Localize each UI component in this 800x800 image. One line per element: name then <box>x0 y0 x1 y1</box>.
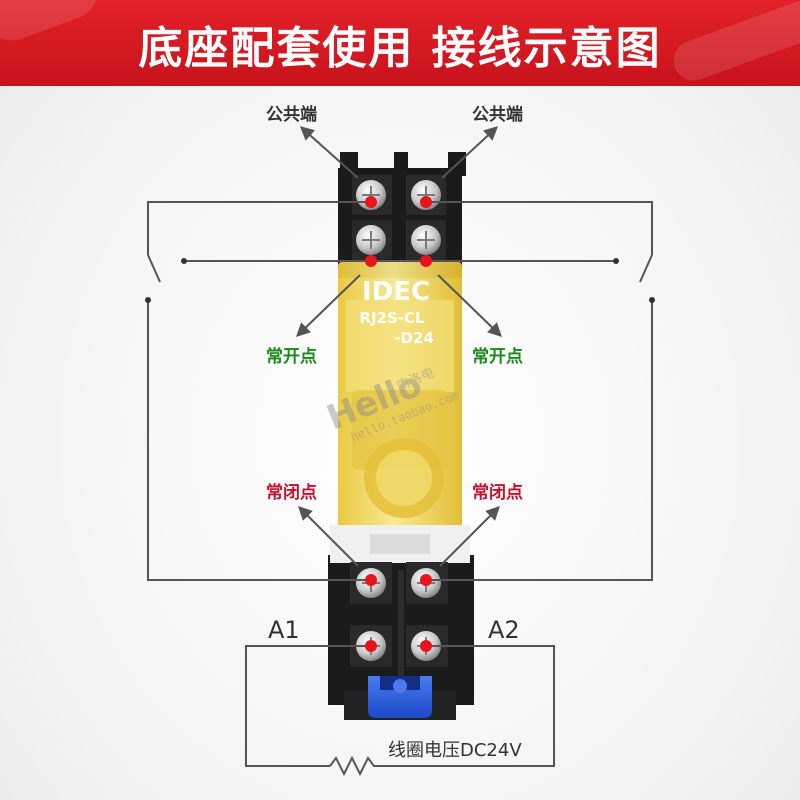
terminal-dot-no-left <box>365 255 377 267</box>
label-normally-closed-right: 常闭点 <box>472 482 523 503</box>
switch-left-blade <box>147 254 161 283</box>
pointer-arrows <box>295 126 503 567</box>
wire-switch-left-return <box>147 300 371 581</box>
terminal-dot-common-right <box>420 196 432 208</box>
terminal-dot-no-right <box>420 255 432 267</box>
wire-common-right <box>426 201 653 255</box>
label-normally-open-left: 常开点 <box>266 346 317 367</box>
terminal-dot-a2 <box>420 640 432 652</box>
relay-body: IDEC RJ2S-CL -D24 <box>330 262 470 563</box>
terminal-screw <box>406 220 446 260</box>
arrow-nc-left <box>298 506 359 567</box>
terminal-markers <box>365 196 432 652</box>
terminal-dot-nc-right <box>420 574 432 586</box>
switch-contact <box>649 297 655 303</box>
arrow-no-left <box>295 274 361 337</box>
callout-labels: 公共端 公共端 常开点 常开点 常闭点 常闭点 A1 A2 线圈电压DC24V <box>266 104 523 761</box>
arrow-common-left <box>299 126 359 179</box>
switch-contact <box>613 258 619 264</box>
terminal-dot-a1 <box>365 640 377 652</box>
coil-resistor <box>329 755 378 777</box>
switch-contact <box>181 258 187 264</box>
relay-model-line2: -D24 <box>394 329 434 347</box>
wire-coil-right <box>378 645 555 767</box>
page-title: 底座配套使用 接线示意图 <box>138 23 662 74</box>
relay-brand: IDEC <box>362 277 430 307</box>
terminal-screws <box>350 175 448 667</box>
label-a1: A1 <box>268 616 300 644</box>
terminal-screw <box>352 175 392 215</box>
wire-common-left <box>147 201 371 255</box>
label-a2: A2 <box>488 616 520 644</box>
terminal-screw <box>352 220 392 260</box>
label-normally-closed-left: 常闭点 <box>266 482 317 503</box>
title-banner: 底座配套使用 接线示意图 <box>0 0 800 86</box>
terminal-dot-common-left <box>365 196 377 208</box>
switch-right-blade <box>639 254 653 283</box>
label-normally-open-right: 常开点 <box>472 346 523 367</box>
switch-contact <box>145 297 151 303</box>
arrow-common-right <box>441 126 499 179</box>
wire-switch-right-return <box>426 300 653 581</box>
switch-contacts <box>145 258 655 303</box>
wire-coil-left <box>245 645 371 767</box>
terminal-screw <box>406 175 446 215</box>
release-clip <box>368 676 432 718</box>
label-coil-voltage: 线圈电压DC24V <box>388 740 522 761</box>
arrow-nc-right <box>439 506 500 567</box>
label-common-right: 公共端 <box>472 104 523 125</box>
terminal-dot-nc-left <box>365 574 377 586</box>
arrow-no-right <box>437 274 503 337</box>
relay-model-line1: RJ2S-CL <box>359 309 425 327</box>
label-common-left: 公共端 <box>266 104 317 125</box>
wires <box>147 201 653 777</box>
